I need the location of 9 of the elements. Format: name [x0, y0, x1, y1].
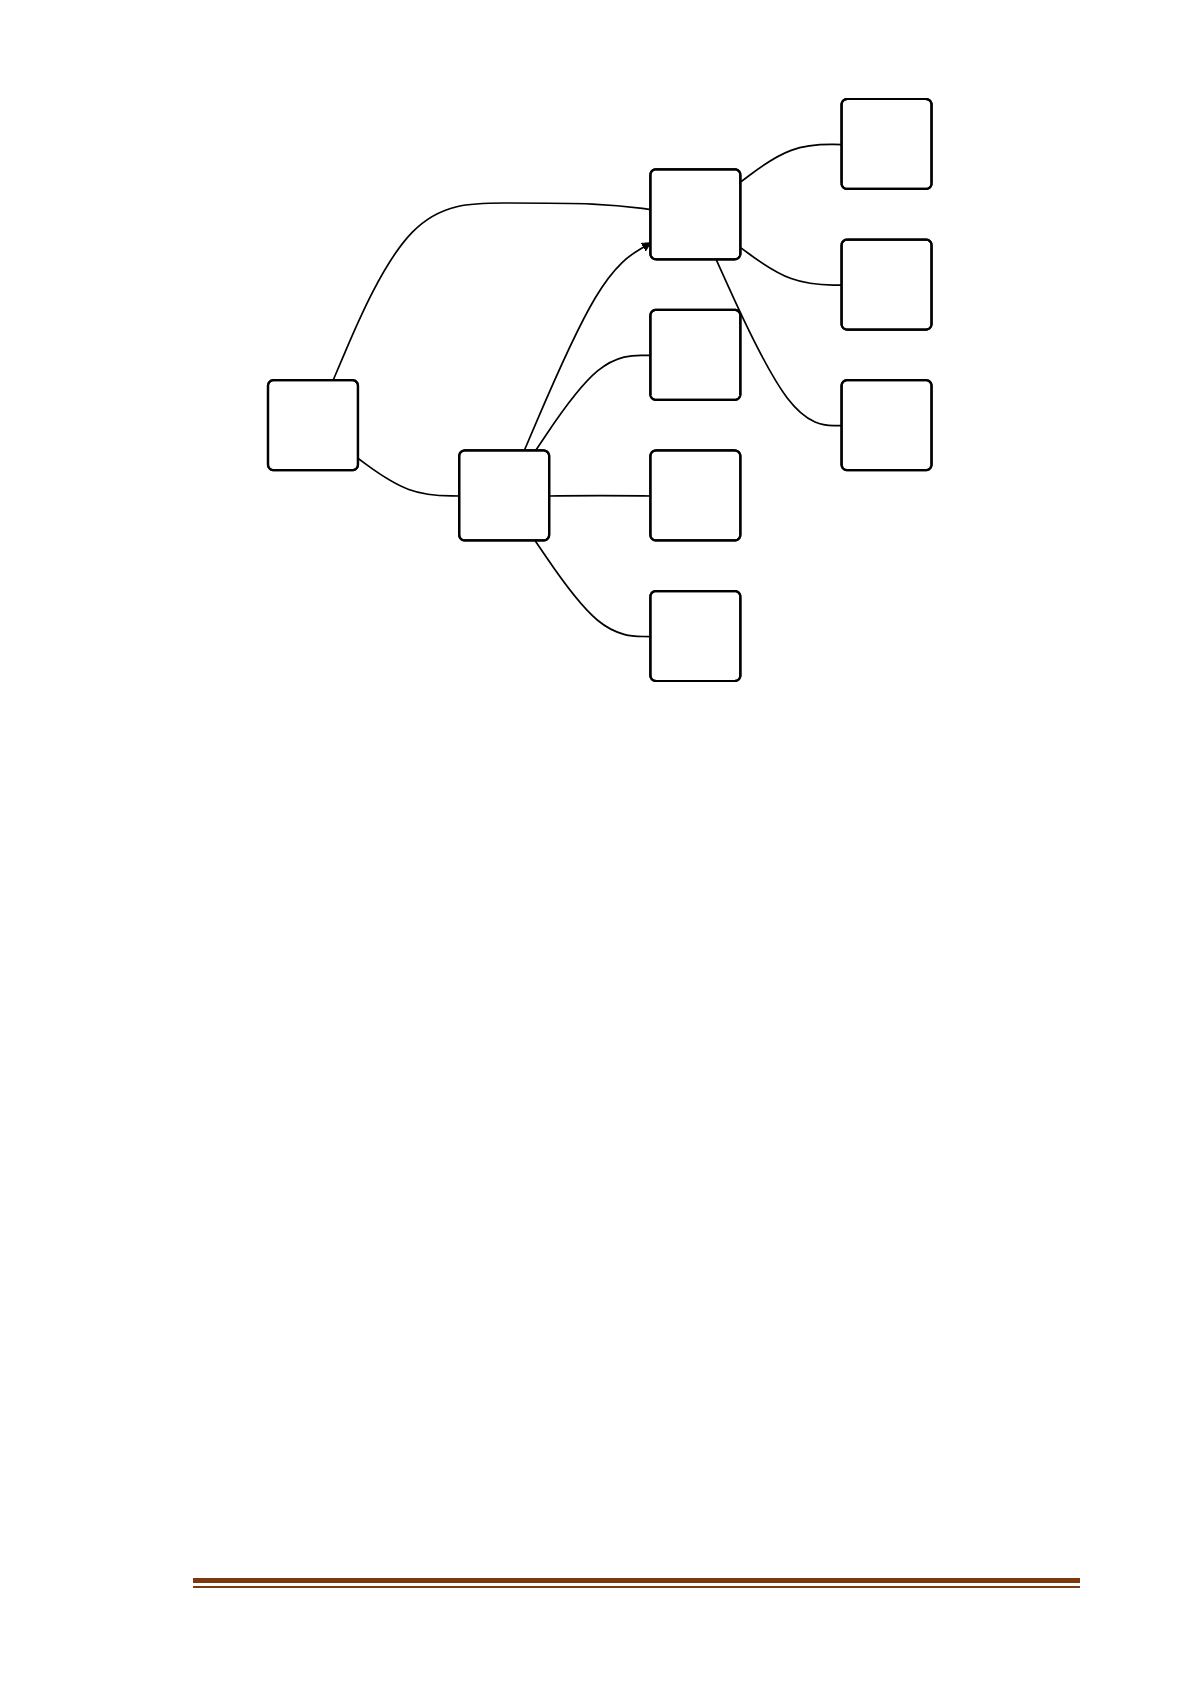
rounded-box — [649, 589, 742, 683]
rounded-box — [649, 449, 742, 542]
rounded-box — [649, 168, 742, 261]
rounded-box — [267, 379, 360, 472]
rounded-box — [458, 449, 551, 542]
rounded-box — [840, 379, 933, 472]
rounded-box — [649, 308, 742, 401]
rounded-box — [840, 97, 933, 191]
rounded-box — [840, 238, 933, 331]
